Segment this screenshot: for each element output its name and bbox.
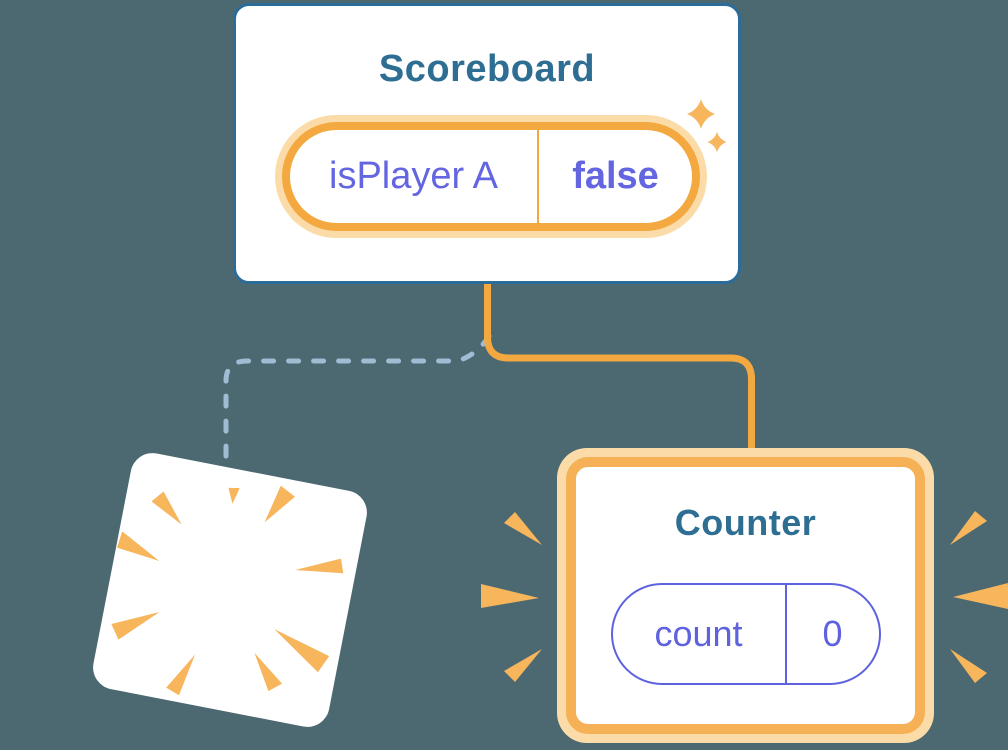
emphasis-wedges-icon [481, 511, 1008, 683]
state-label-section: count [613, 585, 785, 683]
solid-connector-line [484, 284, 755, 454]
sparkle-icon [707, 132, 727, 152]
sparkle-icon [687, 99, 715, 129]
scoreboard-state-pill: isPlayer A false [282, 122, 700, 231]
counter-card-glow: Counter count 0 [557, 448, 934, 743]
state-label-section: isPlayer A [290, 130, 537, 223]
pill-divider [784, 585, 787, 683]
dashed-connector-line [223, 333, 492, 463]
state-label: count [654, 613, 743, 654]
destroyed-component-card [89, 449, 371, 731]
pill-divider [537, 130, 539, 223]
state-value: false [572, 155, 659, 197]
counter-title: Counter [674, 502, 817, 543]
scoreboard-title: Scoreboard [378, 48, 596, 90]
state-label: isPlayer A [329, 155, 498, 197]
state-value-section: false [539, 130, 692, 223]
counter-state-pill: count 0 [610, 583, 881, 685]
scoreboard-component-card: Scoreboard isPlayer A false [233, 3, 741, 284]
state-value-section: 0 [787, 585, 879, 683]
counter-component-card: Counter count 0 [566, 457, 925, 734]
poof-burst-icon [111, 485, 344, 696]
state-value: 0 [822, 613, 843, 654]
